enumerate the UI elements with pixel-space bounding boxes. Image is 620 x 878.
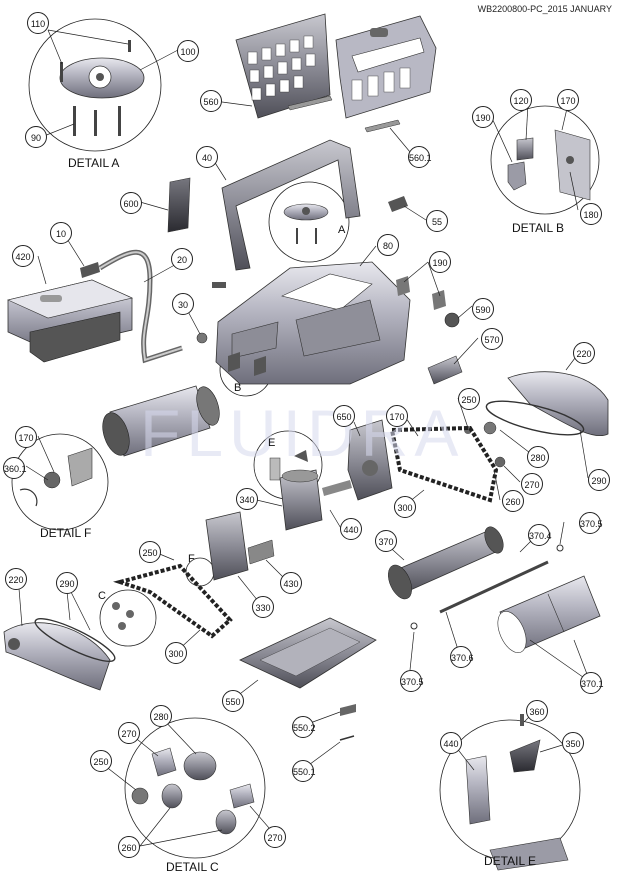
callout-20[interactable]: 20	[171, 248, 193, 270]
washer-30	[196, 332, 208, 344]
callout-180[interactable]: 180	[580, 203, 602, 225]
callout-170-detail-f[interactable]: 170	[15, 426, 37, 448]
detail-f-label: DETAIL F	[40, 526, 92, 540]
callout-260-right[interactable]: 260	[502, 490, 524, 512]
callout-260-detail-c[interactable]: 260	[118, 836, 140, 858]
callout-430[interactable]: 430	[280, 572, 302, 594]
callout-55[interactable]: 55	[426, 210, 448, 232]
detail-c-circle	[124, 717, 266, 859]
callout-550[interactable]: 550	[222, 690, 244, 712]
callout-190[interactable]: 190	[429, 251, 451, 273]
callout-270-right[interactable]: 270	[521, 473, 543, 495]
detail-c-label: DETAIL C	[166, 860, 219, 874]
callout-370-1[interactable]: 370.1	[580, 672, 604, 694]
handle-40	[221, 139, 361, 271]
ref-letter-e: E	[268, 437, 276, 449]
callout-360-1[interactable]: 360.1	[3, 457, 27, 479]
callout-570[interactable]: 570	[481, 328, 503, 350]
callout-290-right[interactable]: 290	[588, 469, 610, 491]
callout-420[interactable]: 420	[12, 245, 34, 267]
callout-350[interactable]: 350	[562, 732, 584, 754]
ref-letter-c: C	[98, 590, 106, 602]
detail-a-label: DETAIL A	[68, 156, 120, 170]
callout-170-detail-b[interactable]: 170	[557, 89, 579, 111]
detail-e-label: DETAIL E	[484, 854, 537, 868]
callout-30[interactable]: 30	[172, 293, 194, 315]
callout-590[interactable]: 590	[472, 298, 494, 320]
callout-270-detail-c[interactable]: 270	[118, 722, 140, 744]
callout-250-right[interactable]: 250	[458, 388, 480, 410]
detail-b-circle	[490, 105, 600, 215]
housing-170	[554, 129, 591, 201]
callout-370-6[interactable]: 370.6	[450, 646, 474, 668]
callout-190-detail-b[interactable]: 190	[472, 106, 494, 128]
track-300-right	[389, 425, 499, 503]
callout-370[interactable]: 370	[375, 530, 397, 552]
axle-370-4	[439, 560, 549, 614]
screw-55	[388, 196, 408, 212]
watermark: FLUIDRA	[140, 396, 465, 470]
detail-c-ref-circle	[99, 589, 157, 647]
side-panel-220-left	[3, 622, 111, 691]
callout-360[interactable]: 360	[526, 700, 548, 722]
ref-letter-f: F	[188, 553, 195, 565]
callout-220-left[interactable]: 220	[5, 568, 27, 590]
callout-280-right[interactable]: 280	[527, 446, 549, 468]
detail-b-label: DETAIL B	[512, 221, 565, 235]
callout-560[interactable]: 560	[200, 90, 222, 112]
detail-f-circle	[11, 433, 109, 531]
bracket-570	[427, 355, 463, 385]
belt-290-left	[34, 618, 116, 662]
callout-290-left[interactable]: 290	[56, 572, 78, 594]
ref-letter-a: A	[338, 224, 346, 236]
callout-370-4[interactable]: 370.4	[528, 524, 552, 546]
callout-370-5-top[interactable]: 370.5	[579, 512, 603, 534]
callout-440[interactable]: 440	[340, 518, 362, 540]
callout-90[interactable]: 90	[25, 126, 47, 148]
detail-a-ref-circle	[268, 181, 350, 263]
callout-120[interactable]: 120	[510, 89, 532, 111]
callout-440-detail-e[interactable]: 440	[440, 732, 462, 754]
callout-220-right[interactable]: 220	[573, 342, 595, 364]
callout-600[interactable]: 600	[120, 192, 142, 214]
callout-550-2[interactable]: 550.2	[292, 716, 316, 738]
side-panel-220-right	[507, 371, 609, 436]
callout-40[interactable]: 40	[196, 146, 218, 168]
document-code: WB2200800-PC_2015 JANUARY	[477, 4, 612, 14]
clip-190	[396, 276, 410, 296]
callout-80[interactable]: 80	[377, 234, 399, 256]
callout-300-left[interactable]: 300	[165, 642, 187, 664]
belt-290	[485, 400, 585, 436]
callout-330[interactable]: 330	[252, 596, 274, 618]
gear-590	[444, 312, 460, 328]
callout-110[interactable]: 110	[27, 12, 49, 34]
callout-550-1[interactable]: 550.1	[292, 760, 316, 782]
callout-560-1[interactable]: 560.1	[408, 146, 432, 168]
detail-a-circle	[28, 18, 162, 152]
ref-letter-b: B	[234, 382, 242, 394]
callout-370-5-bottom[interactable]: 370.5	[400, 670, 424, 692]
track-300-left	[113, 563, 233, 639]
cover-600	[167, 177, 191, 233]
callout-250-detail-c[interactable]: 250	[90, 750, 112, 772]
motor-block-330	[205, 511, 249, 581]
callout-100[interactable]: 100	[177, 40, 199, 62]
clip-120	[516, 137, 534, 161]
filter-clip-560-1	[364, 119, 401, 133]
callout-340[interactable]: 340	[236, 488, 258, 510]
callout-170[interactable]: 170	[386, 405, 408, 427]
callout-10[interactable]: 10	[50, 222, 72, 244]
connector-10	[80, 262, 100, 278]
callout-650[interactable]: 650	[333, 405, 355, 427]
latch-190	[507, 161, 527, 191]
roller-shaft-370	[395, 529, 501, 593]
callout-250-left[interactable]: 250	[139, 541, 161, 563]
callout-270-detail-c-lower[interactable]: 270	[264, 826, 286, 848]
callout-280-detail-c[interactable]: 280	[150, 705, 172, 727]
callout-300-right[interactable]: 300	[394, 496, 416, 518]
